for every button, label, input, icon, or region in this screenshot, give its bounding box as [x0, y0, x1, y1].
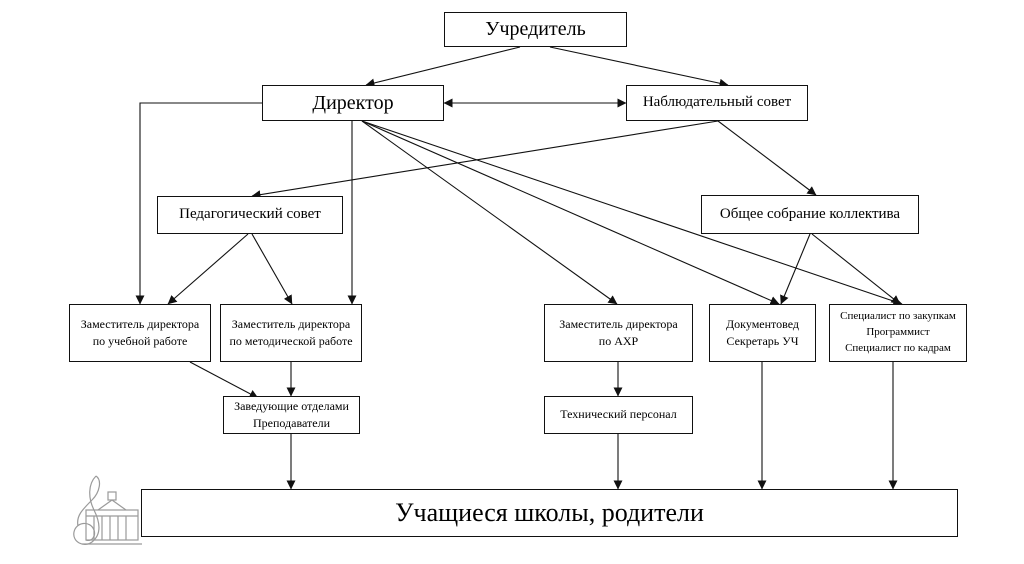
- node-technical-staff-label: Технический персонал: [560, 407, 677, 422]
- arrow-director-specialists: [361, 120, 903, 306]
- node-director-label: Директор: [312, 91, 394, 114]
- arrow-meeting-documentation: [780, 233, 811, 305]
- arrow-founder-board: [549, 46, 729, 88]
- node-deputy-ahr: Заместитель директора по АХР: [544, 304, 693, 362]
- node-technical-staff: Технический персонал: [544, 396, 693, 434]
- node-documentation-label: Документовед Секретарь УЧ: [726, 316, 799, 348]
- node-specialists-label: Специалист по закупкам Программист Специ…: [840, 310, 956, 354]
- node-deputy-methodical: Заместитель директора по методической ра…: [220, 304, 362, 362]
- node-founder-label: Учредитель: [485, 18, 586, 40]
- node-pedagogical-council-label: Педагогический совет: [179, 206, 321, 223]
- arrow-board-meeting: [717, 120, 817, 196]
- node-general-meeting-label: Общее собрание коллектива: [719, 205, 901, 222]
- node-director: Директор: [262, 85, 444, 121]
- node-founder: Учредитель: [444, 12, 627, 47]
- node-deputy-ahr-label: Заместитель директора по АХР: [559, 316, 678, 348]
- node-specialists: Специалист по закупкам Программист Специ…: [829, 304, 967, 362]
- arrow-board-pedagogical: [251, 120, 719, 200]
- node-supervisory-board-label: Наблюдательный совет: [642, 94, 792, 111]
- node-deputy-academic-label: Заместитель директора по учебной работе: [80, 316, 200, 348]
- node-students: Учащиеся школы, родители: [141, 489, 958, 537]
- node-deputy-methodical-label: Заместитель директора по методической ра…: [229, 316, 353, 348]
- node-students-label: Учащиеся школы, родители: [395, 498, 704, 528]
- arrow-pedagogical-deputy-methodical: [251, 233, 293, 305]
- music-school-building-icon: [73, 475, 142, 545]
- node-general-meeting: Общее собрание коллектива: [701, 195, 919, 234]
- node-documentation: Документовед Секретарь УЧ: [709, 304, 816, 362]
- arrow-meeting-specialists: [811, 233, 901, 305]
- arrow-pedagogical-deputy-academic: [167, 233, 249, 305]
- node-department-heads: Заведующие отделами Преподаватели: [223, 396, 360, 434]
- arrow-director-deputy-academic: [135, 102, 262, 305]
- node-supervisory-board: Наблюдательный совет: [626, 85, 808, 121]
- node-pedagogical-council: Педагогический совет: [157, 196, 343, 234]
- arrow-director-deputy-ahr: [361, 120, 618, 305]
- arrow-director-documentation: [361, 120, 780, 305]
- node-department-heads-label: Заведующие отделами Преподаватели: [234, 398, 349, 430]
- arrow-deputy-academic-heads: [189, 361, 259, 399]
- node-deputy-academic: Заместитель директора по учебной работе: [69, 304, 211, 362]
- arrow-founder-director: [365, 46, 521, 88]
